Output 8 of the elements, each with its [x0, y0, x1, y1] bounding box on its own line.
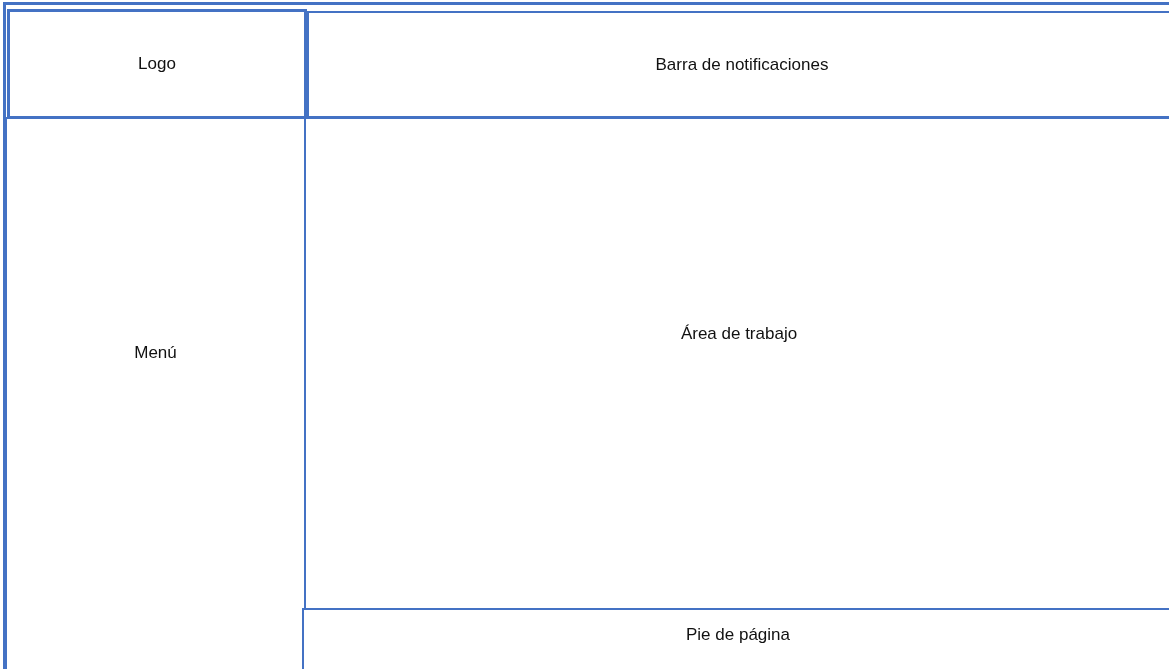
- layout-region: [302, 608, 1169, 669]
- region-label: Menú: [134, 343, 177, 363]
- region-label: Pie de página: [686, 625, 790, 645]
- region-label: Barra de notificaciones: [655, 54, 829, 75]
- layout-region: [7, 9, 307, 119]
- region-label: Logo: [138, 54, 176, 74]
- region-label: Área de trabajo: [680, 324, 798, 344]
- layout-region: [307, 11, 1169, 118]
